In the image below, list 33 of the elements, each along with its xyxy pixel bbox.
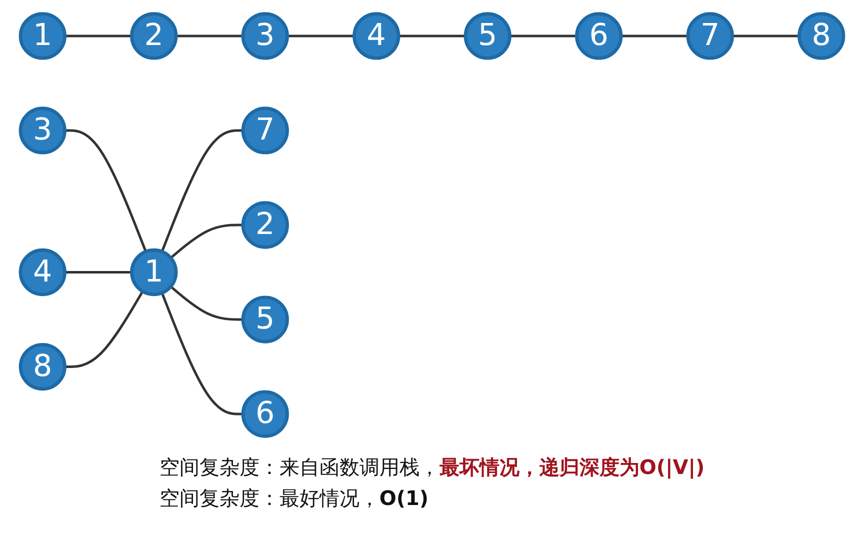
complexity-note: 空间复杂度：来自函数调用栈，最坏情况，递归深度为O(|V|) bbox=[159, 454, 705, 481]
complexity-note: 空间复杂度：最好情况，O(1) bbox=[159, 485, 430, 512]
connector bbox=[170, 224, 243, 259]
node-circle bbox=[575, 12, 623, 60]
node-circle bbox=[352, 12, 400, 60]
node-circle bbox=[18, 106, 66, 154]
node-circle bbox=[18, 12, 66, 60]
node-circle bbox=[130, 248, 178, 296]
connector bbox=[398, 34, 466, 38]
node-circle bbox=[798, 12, 846, 60]
node-circle bbox=[18, 248, 66, 296]
connector bbox=[160, 292, 243, 416]
connector bbox=[64, 290, 144, 368]
node-circle bbox=[130, 12, 178, 60]
connector bbox=[176, 34, 243, 38]
connector bbox=[510, 34, 577, 38]
node-circle bbox=[18, 342, 66, 391]
node-circle bbox=[686, 12, 734, 60]
connector bbox=[170, 286, 243, 321]
connector bbox=[621, 34, 688, 38]
connector bbox=[64, 34, 132, 38]
connector bbox=[732, 34, 800, 38]
node-circle bbox=[464, 12, 512, 60]
node-circle bbox=[241, 106, 289, 154]
node-circle bbox=[241, 12, 289, 60]
node-circle bbox=[241, 296, 289, 344]
connector bbox=[64, 271, 132, 274]
node-circle bbox=[241, 201, 289, 249]
connector bbox=[64, 129, 147, 252]
connector bbox=[160, 129, 243, 252]
graph-drawing: 1 2 3 4 5 6 7 8 3 7 4 1 2 8 5 6 bbox=[2, 0, 862, 450]
connector bbox=[287, 34, 354, 38]
node-circle bbox=[241, 390, 289, 438]
